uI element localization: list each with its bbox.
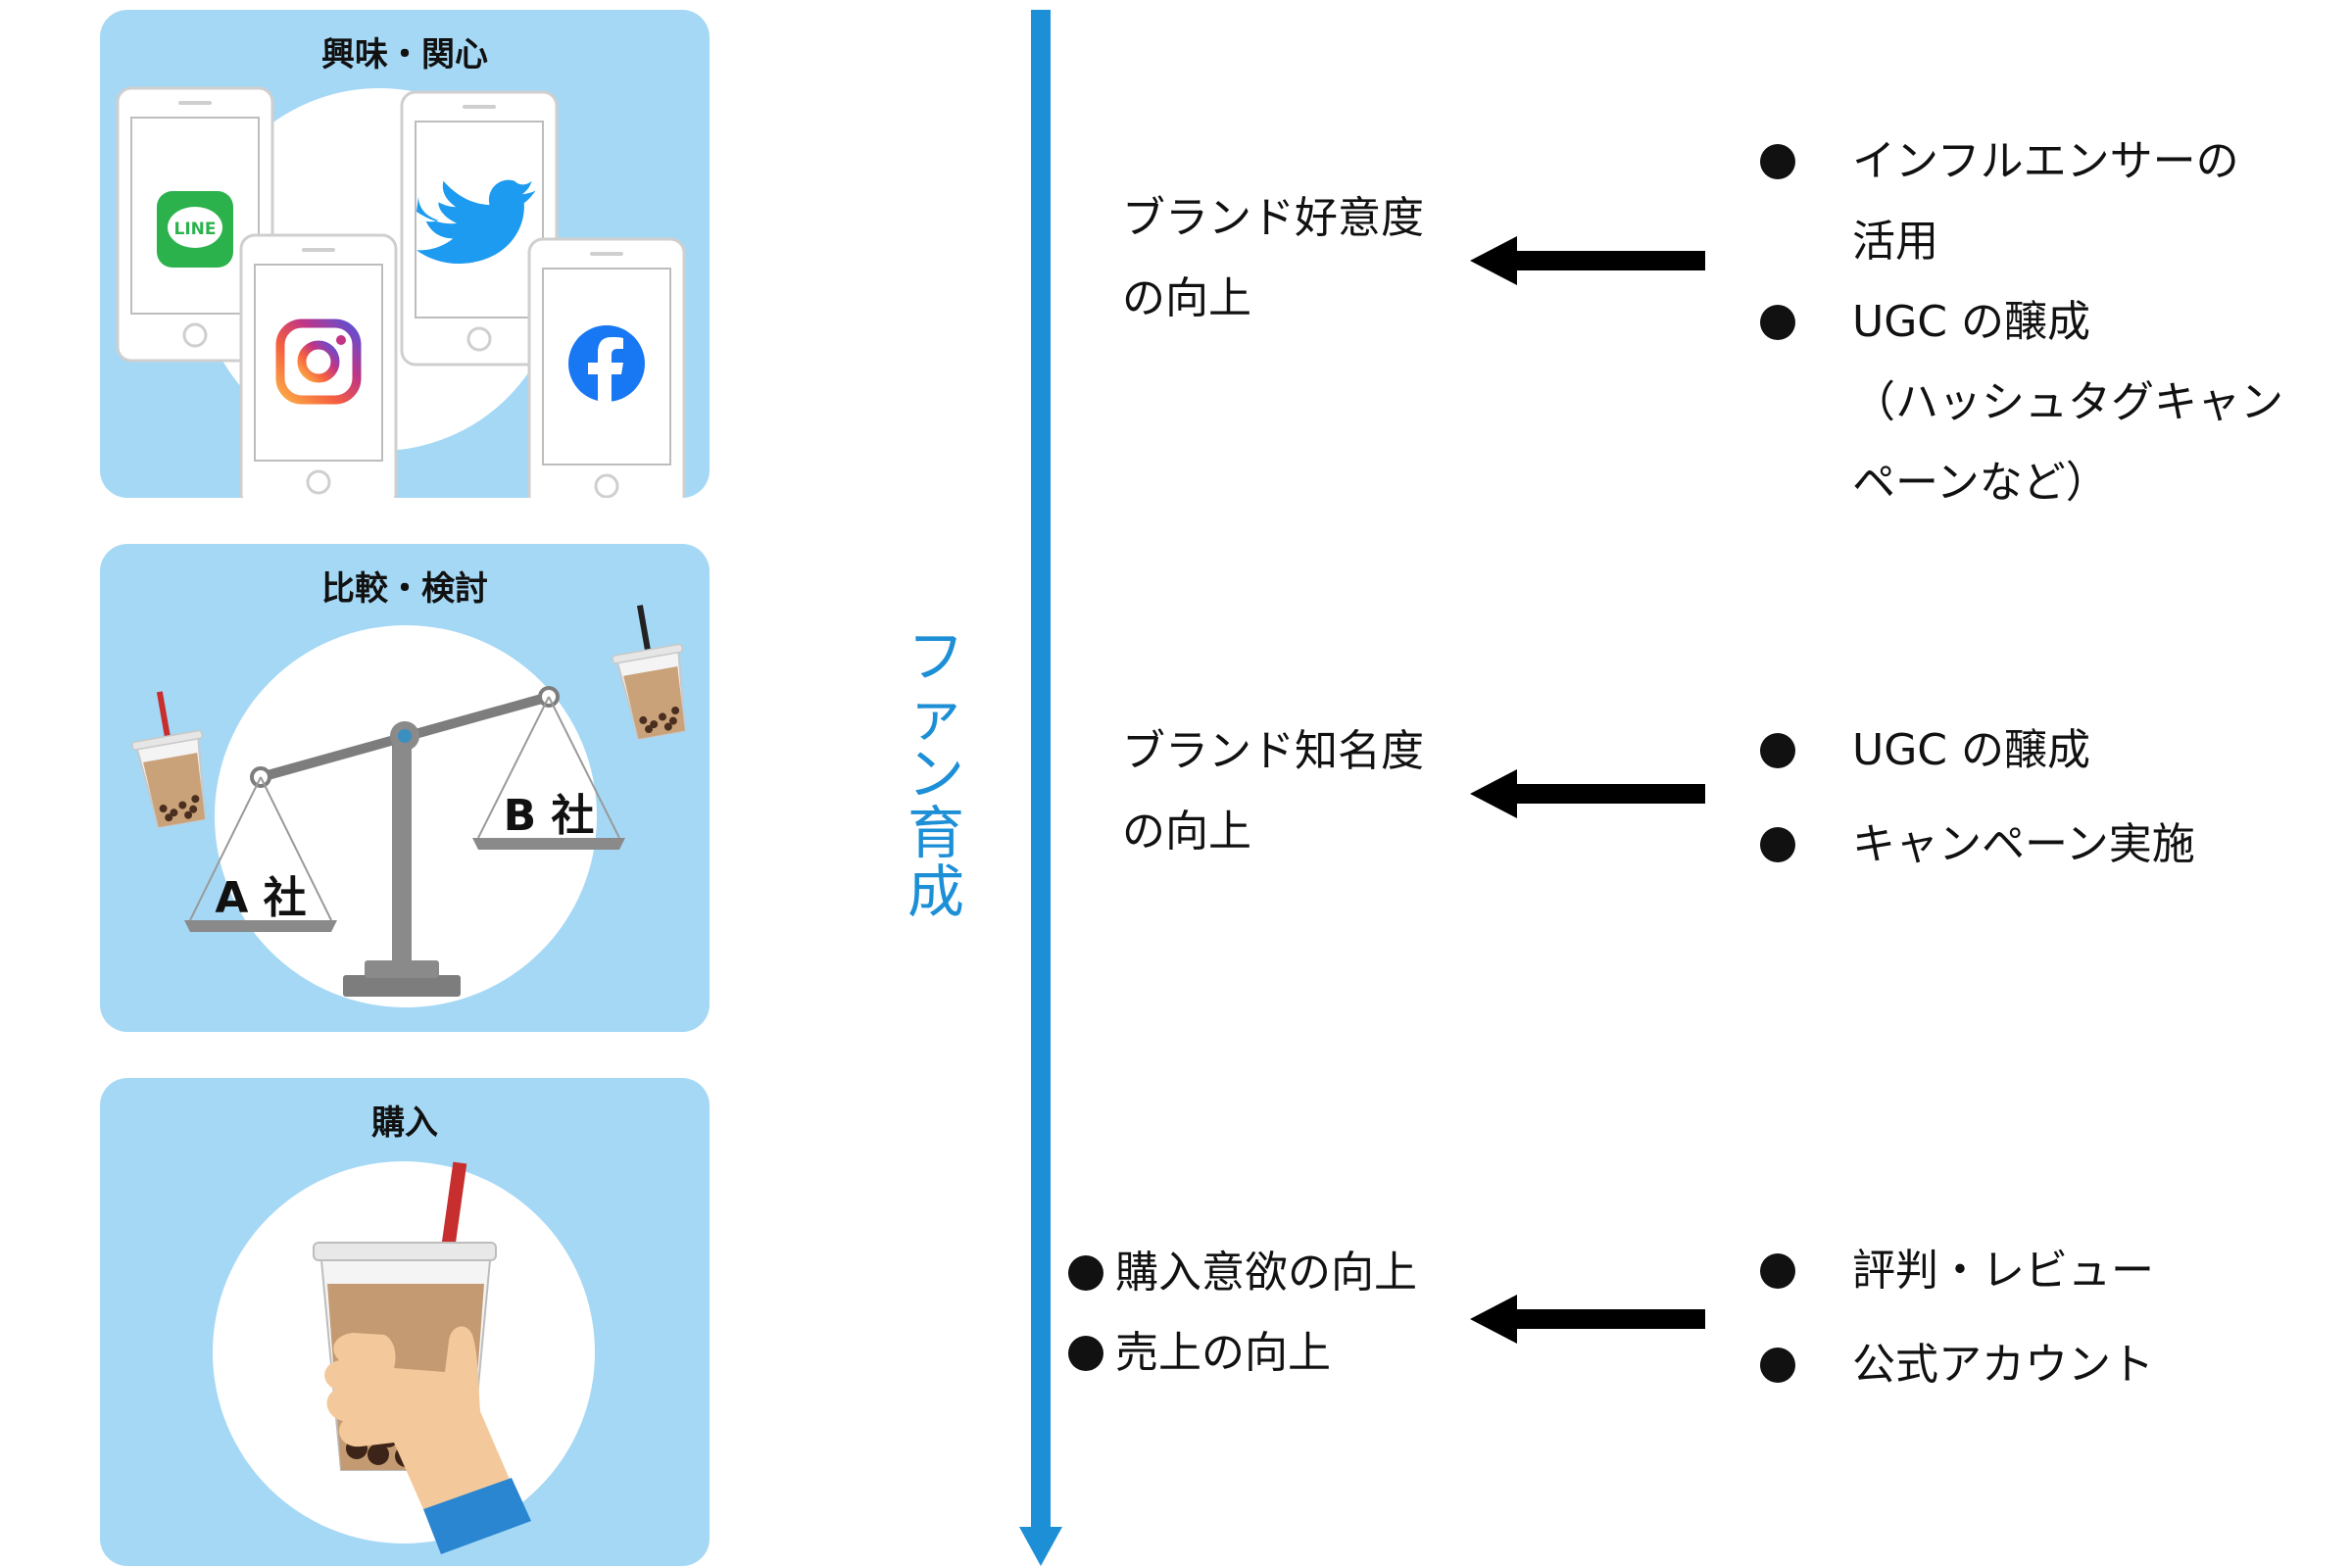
balance-scale-icon: A 社 B 社 [131,605,686,1007]
effect-line: の向上 [1122,273,1251,323]
effect-line: 売上の向上 [1068,1313,1417,1394]
axis-label: ファン育成 [906,623,964,925]
svg-text:LINE: LINE [174,220,217,239]
bubble-tea-right [612,605,686,741]
bullet-icon [1760,305,1795,340]
phone-line: LINE [116,86,274,363]
company-a-label: A 社 [215,873,306,923]
phone-instagram [239,233,398,498]
tactic-item: UGC の醸成 [1754,710,2195,791]
bubble-tea-icon [213,1161,595,1554]
left-arrow-icon [1470,236,1705,285]
tactic-item: 評判・レビュー [1754,1231,2154,1311]
effect-line: の向上 [1122,807,1251,857]
stage-title: 比較・検討 [321,569,488,609]
effect-line: 購入意欲の向上 [1068,1233,1417,1313]
phone-twitter [400,90,559,367]
tactics-group-3: 評判・レビュー 公式アカウント [1754,1231,2154,1405]
effect-brand-awareness: ブランド知名度 の向上 [1122,711,1424,872]
bullet-icon [1760,144,1795,179]
bullet-icon [1068,1255,1103,1291]
tactic-item: UGC の醸成 （ハッシュタグキャン ペーンなど） [1754,282,2283,523]
facebook-icon [568,325,645,402]
stage-purchase-panel: 購入 [100,1078,710,1566]
tactics-group-2: UGC の醸成 キャンペーン実施 [1754,710,2195,885]
company-b-label: B 社 [504,791,595,841]
bullet-icon [1760,733,1795,768]
line-app-icon: LINE [157,191,233,268]
stage-compare-panel: A 社 B 社 比較・検討 [100,544,710,1032]
fan-growth-axis-arrow [1019,10,1062,1566]
tactic-item: インフルエンサーの 活用 [1754,122,2283,282]
instagram-icon [275,318,362,405]
effect-line: ブランド知名度 [1122,726,1424,776]
effect-sales: 購入意欲の向上 売上の向上 [1068,1233,1417,1394]
tactic-item: 公式アカウント [1754,1325,2154,1405]
smartphones-illustration: LINE [116,86,686,498]
phone-facebook [527,237,686,498]
effect-line: ブランド好意度 [1122,193,1424,243]
effect-brand-favorability: ブランド好意度 の向上 [1122,178,1424,339]
bullet-icon [1760,1348,1795,1383]
bullet-icon [1760,827,1795,862]
bullet-icon [1068,1336,1103,1371]
twitter-icon [416,179,536,265]
left-arrow-icon [1470,1295,1705,1344]
bullet-icon [1760,1253,1795,1289]
stage-title: 興味・関心 [321,35,488,74]
bubble-tea-left [131,691,207,829]
left-arrow-icon [1470,769,1705,818]
stage-interest-panel: LINE [100,10,710,498]
tactics-group-1: インフルエンサーの 活用 UGC の醸成 （ハッシュタグキャン ペーンなど） [1754,122,2283,523]
stage-title: 購入 [371,1103,438,1143]
tactic-item: キャンペーン実施 [1754,805,2195,885]
